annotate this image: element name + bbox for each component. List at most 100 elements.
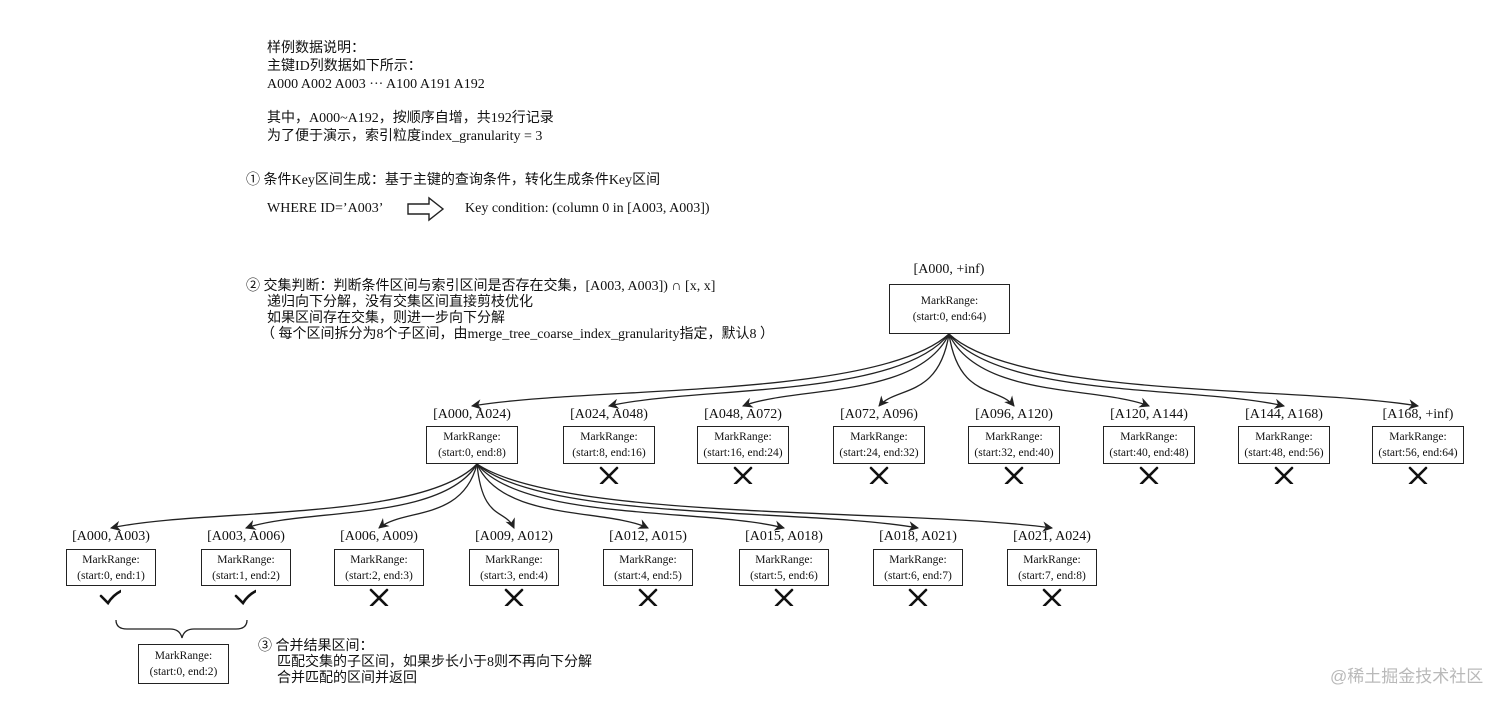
level1-to-level2-edge [378, 463, 478, 529]
level1-range-label: [A024, A048) [570, 407, 648, 422]
markrange-label: MarkRange: [920, 295, 979, 307]
pruned-x-icon [1408, 466, 1428, 484]
markrange-label: MarkRange: [1389, 431, 1447, 443]
level1-markrange-box: MarkRange: (start:0, end:8) [426, 426, 518, 464]
level1-to-level2-edge [476, 463, 515, 529]
markrange-label: MarkRange: [1120, 431, 1178, 443]
markrange-value: (start:5, end:6) [750, 569, 818, 582]
merged-markrange-box: MarkRange: (start:0, end:2) [138, 644, 229, 684]
markrange-value: (start:6, end:7) [884, 569, 952, 582]
markrange-label: MarkRange: [619, 553, 677, 566]
level2-markrange-box: MarkRange: (start:1, end:2) [201, 549, 291, 586]
level1-markrange-box: MarkRange: (start:48, end:56) [1238, 426, 1330, 464]
root-range-label: [A000, +inf) [913, 262, 985, 277]
markrange-label: MarkRange: [217, 553, 275, 566]
markrange-value: (start:4, end:5) [614, 569, 682, 582]
level1-to-level2-edge [476, 463, 649, 529]
level1-markrange-box: MarkRange:(start:32, end:40) [968, 426, 1060, 464]
level2-range-label: [A006, A009) [340, 529, 418, 544]
level2-markrange-box: MarkRange: (start:5, end:6) [739, 549, 829, 586]
level1-range-label: [A000, A024) [433, 407, 511, 422]
markrange-value: (start:16, end:24) [703, 447, 783, 459]
root-to-level1-edge [607, 333, 950, 409]
intro-line-2: A000 A002 A003 ··· A100 A191 A192 [267, 77, 485, 92]
markrange-value: (start:7, end:8) [1018, 569, 1086, 582]
markrange-value: (start:32, end:40) [974, 447, 1054, 459]
intro-line-4: 为了便于演示，索引粒度index_granularity = 3 [267, 129, 543, 144]
markrange-value: (start:3, end:4) [480, 569, 548, 582]
level1-range-label: [A096, A120) [975, 407, 1053, 422]
level1-markrange-box: MarkRange: (start:40, end:48) [1103, 426, 1195, 464]
markrange-label: MarkRange: [714, 431, 772, 443]
intro-line-1: 主键ID列数据如下所示： [267, 59, 422, 74]
level1-to-level2-edge [109, 463, 478, 532]
level2-range-label: [A012, A015) [609, 529, 687, 544]
pruned-x-icon [869, 466, 889, 484]
root-to-level1-edge [948, 333, 1420, 410]
level2-range-label: [A003, A006) [207, 529, 285, 544]
level1-to-level2-edge [476, 463, 786, 531]
level1-range-label: [A168, +inf) [1382, 407, 1454, 422]
level2-markrange-box: MarkRange: (start:0, end:1) [66, 549, 156, 586]
matched-check-icon [99, 589, 121, 606]
root-markrange-box: MarkRange: (start:0, end:64) [889, 284, 1010, 334]
markrange-value: (start:0, end:1) [77, 569, 145, 582]
markrange-label: MarkRange: [82, 553, 140, 566]
level2-markrange-box: MarkRange: (start:7, end:8) [1007, 549, 1097, 586]
markrange-value: (start:48, end:56) [1244, 447, 1324, 459]
markrange-label: MarkRange: [755, 553, 813, 566]
watermark: @稀土掘金技术社区 [1330, 667, 1484, 686]
markrange-label: MarkRange: [443, 431, 501, 443]
matched-check-icon [234, 589, 256, 606]
markrange-value: (start:24, end:32) [839, 447, 919, 459]
root-to-level1-edge [878, 333, 950, 407]
markrange-value: (start:2, end:3) [345, 569, 413, 582]
pruned-x-icon [1004, 466, 1024, 484]
level2-range-label: [A021, A024) [1013, 529, 1091, 544]
markrange-value: (start:8, end:16) [572, 447, 646, 459]
level2-range-label: [A015, A018) [745, 529, 823, 544]
step2-line-2: 递归向下分解，没有交集区间直接剪枝优化 [267, 295, 533, 310]
level1-markrange-box: MarkRange: (start:16, end:24) [697, 426, 789, 464]
markrange-label: MarkRange: [580, 431, 638, 443]
markrange-value: (start:56, end:64) [1378, 447, 1458, 459]
level2-markrange-box: MarkRange:(start:3, end:4) [469, 549, 559, 586]
level1-range-label: [A048, A072) [704, 407, 782, 422]
pruned-x-icon [908, 588, 928, 606]
markrange-value: (start:1, end:2) [212, 569, 280, 582]
root-to-level1-edge [948, 333, 1150, 408]
level1-range-label: [A072, A096) [840, 407, 918, 422]
level2-range-label: [A009, A012) [475, 529, 553, 544]
markrange-value: (start:0, end:8) [438, 447, 506, 459]
level1-markrange-box: MarkRange:(start:24, end:32) [833, 426, 925, 464]
step1-where-clause: WHERE ID=’A003’ [267, 201, 384, 216]
pruned-x-icon [638, 588, 658, 606]
step2-line-3: 如果区间存在交集，则进一步向下分解 [267, 311, 505, 326]
hollow-right-arrow-icon [407, 196, 445, 222]
markrange-label: MarkRange: [154, 650, 213, 662]
level1-range-label: [A144, A168) [1245, 407, 1323, 422]
level1-to-level2-edge [476, 463, 1054, 532]
level2-range-label: [A018, A021) [879, 529, 957, 544]
intro-line-3: 其中，A000~A192，按顺序自增，共192行记录 [267, 111, 554, 126]
markrange-value: (start:0, end:64) [912, 311, 987, 323]
markrange-label: MarkRange: [1255, 431, 1313, 443]
step3-line-3: 合并匹配的区间并返回 [277, 671, 417, 686]
intro-title: 样例数据说明： [267, 41, 365, 56]
step2-line-1: ② 交集判断：判断条件区间与索引区间是否存在交集，[A003, A003]) ∩… [246, 279, 716, 294]
root-to-level1-edge [948, 333, 1015, 407]
pruned-x-icon [1042, 588, 1062, 606]
level1-range-label: [A120, A144) [1110, 407, 1188, 422]
markrange-label: MarkRange: [1023, 553, 1081, 566]
root-to-level1-edge [948, 333, 1286, 409]
root-to-level1-edge [742, 333, 950, 408]
step3-line-2: 匹配交集的子区间，如果步长小于8则不再向下分解 [277, 655, 592, 670]
level2-range-label: [A000, A003) [72, 529, 150, 544]
markrange-label: MarkRange: [889, 553, 947, 566]
pruned-x-icon [733, 466, 753, 484]
pruned-x-icon [1139, 466, 1159, 484]
markrange-value: (start:40, end:48) [1109, 447, 1189, 459]
pruned-x-icon [599, 466, 619, 484]
